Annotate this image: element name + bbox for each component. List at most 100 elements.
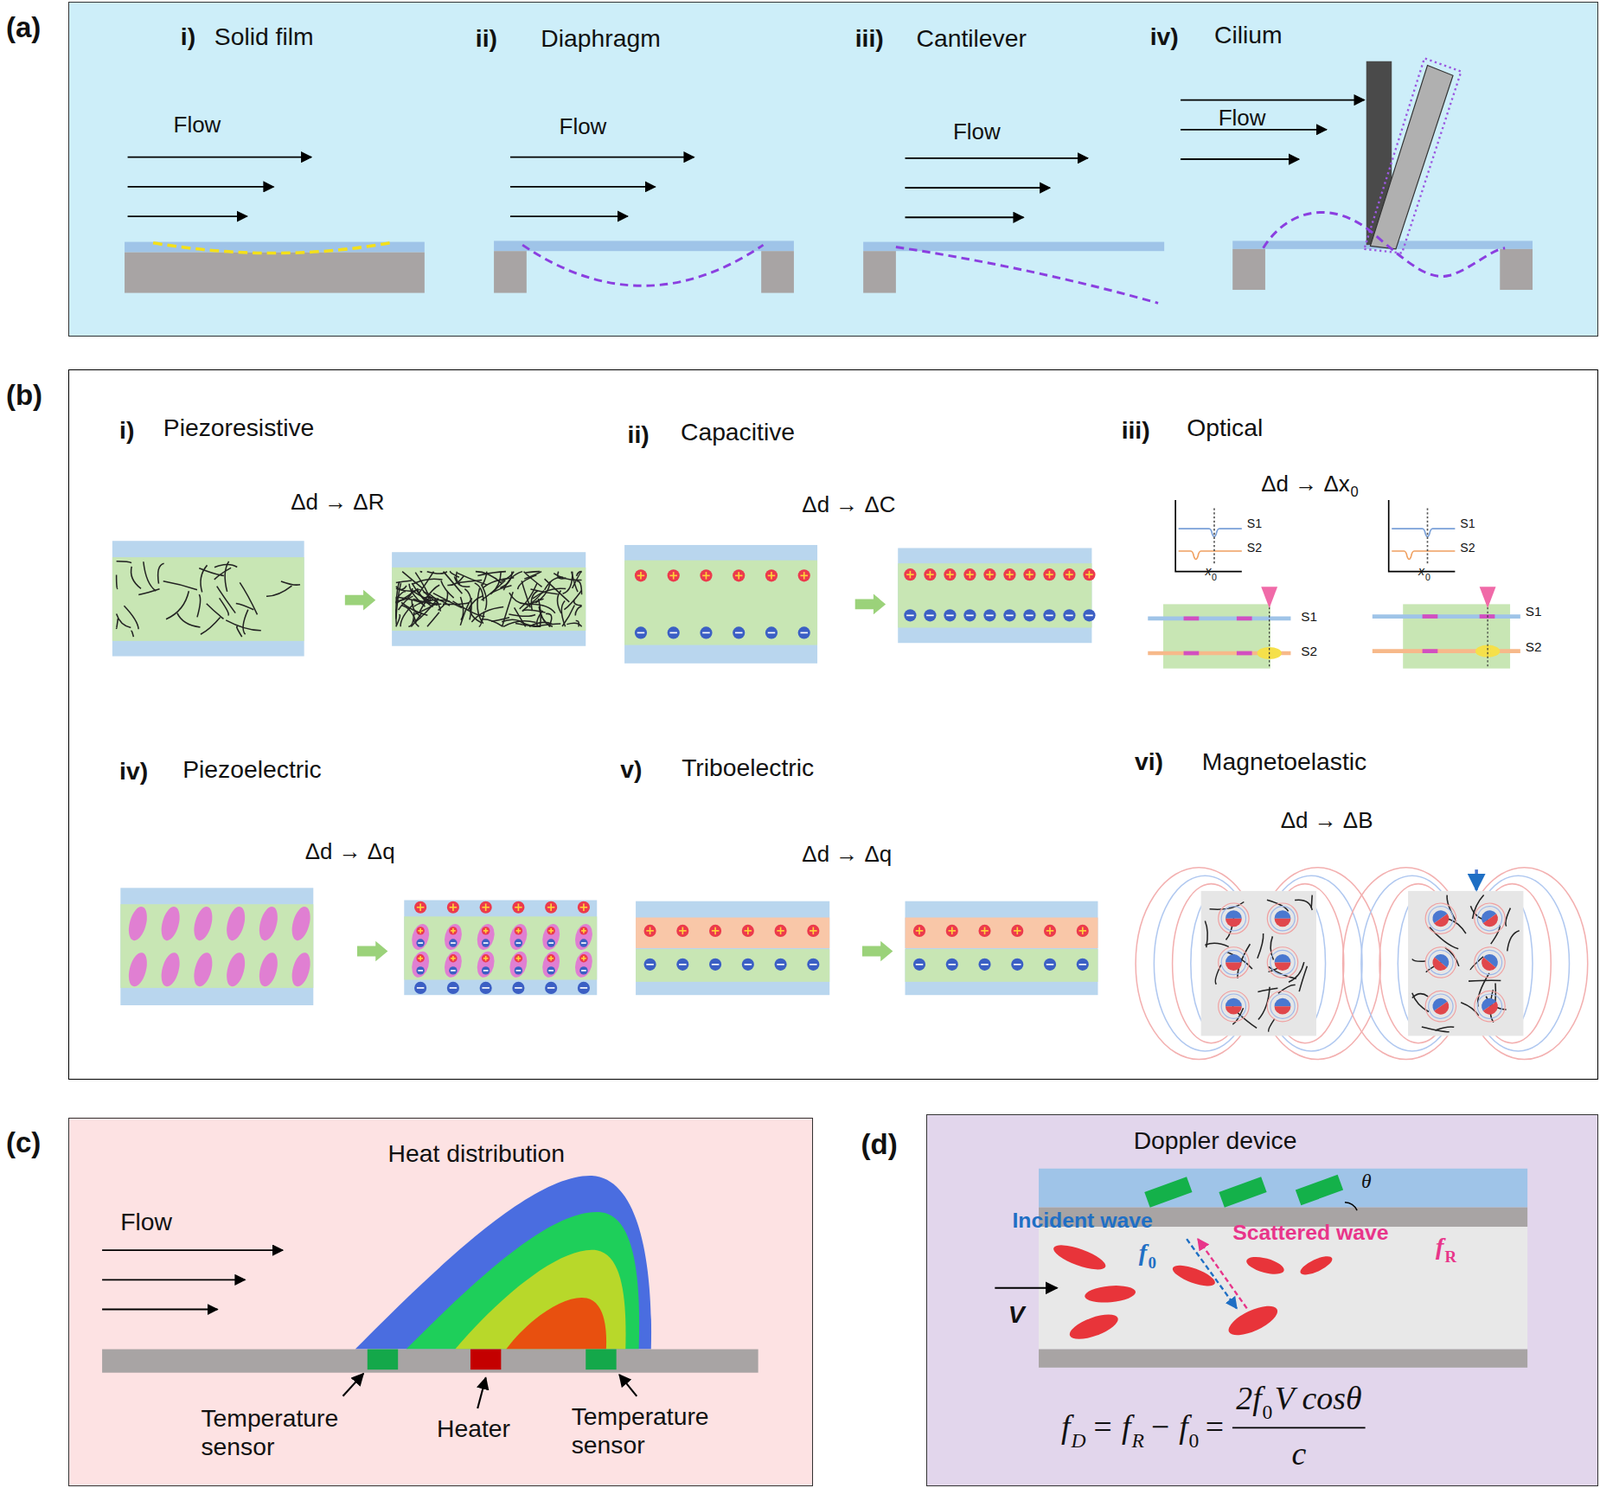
material-detail <box>744 963 752 966</box>
material-detail <box>448 926 457 935</box>
material-detail <box>522 598 544 611</box>
material-detail <box>518 903 520 911</box>
material-detail <box>1079 963 1087 966</box>
material-layer <box>403 899 597 995</box>
material-detail <box>474 921 498 953</box>
doppler-device <box>1197 1238 1248 1308</box>
material-detail <box>518 955 520 961</box>
step-arrow <box>855 594 886 615</box>
material-detail <box>637 632 645 634</box>
label-text: Scattered wave <box>1232 1220 1389 1245</box>
material-detail <box>1023 568 1036 581</box>
material-detail <box>1419 985 1462 1028</box>
sensor-structure <box>493 250 527 293</box>
material-detail <box>1468 896 1511 940</box>
material-detail <box>682 927 685 935</box>
label-text: vi) <box>1134 747 1164 776</box>
step-arrow <box>357 940 388 962</box>
material-detail <box>524 571 543 588</box>
label-text: Heater <box>436 1414 511 1443</box>
material-detail <box>1483 913 1502 930</box>
label-text: S2 <box>1247 540 1262 555</box>
material-detail <box>1483 1001 1502 1018</box>
optical-sensor <box>1268 607 1270 669</box>
material-detail <box>481 938 490 947</box>
material-detail <box>200 617 221 635</box>
material-detail <box>410 613 423 628</box>
label-text: Δd → ΔC <box>801 492 896 519</box>
sensor-structure <box>493 240 794 251</box>
heat-distribution <box>102 1349 759 1373</box>
material-detail <box>1218 947 1249 978</box>
formula-part: V cosθ <box>1274 1379 1363 1417</box>
material-detail <box>1267 947 1298 978</box>
label-text: Flow <box>953 119 1001 146</box>
material-detail <box>672 571 675 579</box>
sensor-structure <box>1263 211 1506 276</box>
material-detail <box>417 969 423 972</box>
material-detail <box>414 981 427 994</box>
label-text: x <box>1418 563 1425 578</box>
material-detail <box>1221 993 1246 1018</box>
material-detail <box>1023 608 1036 621</box>
material-layer <box>403 915 597 980</box>
material-detail <box>1412 959 1426 962</box>
optical-sensor <box>1184 616 1253 656</box>
material-detail <box>903 608 916 621</box>
material-detail <box>1082 608 1095 621</box>
material-detail <box>1423 988 1458 1023</box>
material-detail <box>667 569 680 582</box>
material-detail <box>514 938 523 947</box>
material-detail <box>765 569 778 582</box>
doppler-device <box>1224 1299 1282 1341</box>
material-detail <box>909 570 912 578</box>
material-detail <box>518 928 520 934</box>
material-detail <box>1434 1026 1454 1031</box>
material-detail <box>1472 988 1507 1023</box>
label-text: Temperature sensor <box>200 1403 375 1460</box>
material-detail <box>1085 614 1093 617</box>
material-detail <box>768 632 775 634</box>
doppler-device <box>1218 1176 1267 1207</box>
material-detail <box>1468 985 1511 1028</box>
material-detail <box>243 609 249 635</box>
flow-arrow <box>905 186 1051 189</box>
material-detail <box>522 609 545 613</box>
material-detail <box>667 626 680 639</box>
material-detail <box>417 941 423 944</box>
material-detail <box>1065 614 1073 617</box>
sensor-structure <box>1363 57 1461 253</box>
material-detail <box>1011 924 1024 937</box>
material-detail <box>1267 902 1298 934</box>
material-detail <box>742 958 755 971</box>
material-detail <box>1081 927 1084 935</box>
material-detail <box>416 953 424 962</box>
material-detail <box>442 602 469 605</box>
panel-fill <box>68 369 1598 1080</box>
label-text: x <box>1204 563 1211 578</box>
material-detail <box>576 581 582 595</box>
material-detail <box>1049 927 1051 935</box>
material-detail <box>1204 921 1208 948</box>
material-detail <box>926 614 934 617</box>
material-layer <box>112 540 1099 1005</box>
material-detail <box>1468 940 1512 985</box>
material-detail <box>514 966 523 974</box>
material-detail <box>1311 895 1312 909</box>
material-detail <box>123 605 139 629</box>
material-detail <box>699 569 712 582</box>
material-detail <box>1267 902 1298 934</box>
material-detail <box>714 927 717 935</box>
label-text: Optical <box>1186 413 1263 442</box>
material-detail <box>402 571 423 589</box>
material-detail <box>177 613 201 628</box>
material-detail <box>475 571 502 584</box>
material-detail <box>441 580 455 598</box>
material-detail <box>544 901 557 914</box>
panel-heading: Heat distribution <box>388 1139 565 1168</box>
formula-part: 0 <box>1261 1400 1273 1424</box>
material-detail <box>206 603 224 620</box>
material-detail <box>678 963 686 966</box>
material-detail <box>579 926 588 935</box>
material-detail <box>903 568 916 581</box>
